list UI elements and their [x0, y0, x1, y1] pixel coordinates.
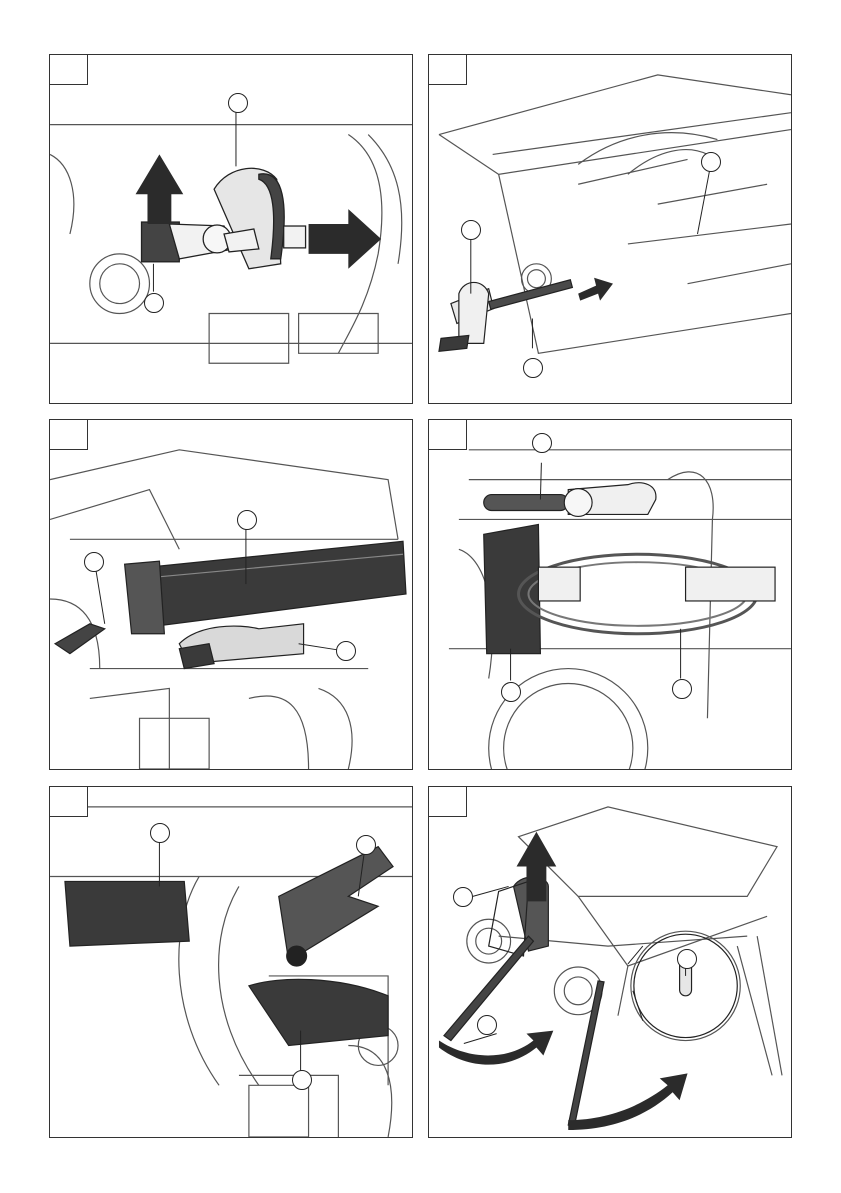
callout-marker [477, 1015, 497, 1035]
callout-marker [292, 1070, 312, 1090]
figure-panel-miter-gauge-removal [49, 54, 413, 404]
right-arrow-icon [578, 278, 613, 301]
panel-corner-tab [49, 54, 88, 85]
right-arrow-icon [309, 209, 382, 269]
panel-corner-tab [428, 419, 467, 450]
panel-corner-tab [428, 786, 467, 817]
callout-marker [150, 823, 170, 843]
callout-marker [672, 679, 692, 699]
figure-panel-blade-guard-storage [49, 786, 413, 1138]
callout-marker [237, 510, 257, 530]
callout-marker [144, 293, 164, 313]
figure-panel-fence-storage [49, 419, 413, 770]
callout-marker [677, 949, 697, 969]
figure-panel-wrench-cord-storage [428, 419, 792, 770]
up-arrow-icon [136, 154, 184, 224]
wrench-cord-storage-illustration [429, 420, 791, 769]
callout-marker [701, 152, 721, 172]
callout-marker [453, 887, 473, 907]
callout-marker [532, 433, 552, 453]
panel-corner-tab [49, 786, 88, 817]
figure-panel-stand-setup [428, 786, 792, 1138]
figure-panel-miter-gauge-install [428, 54, 792, 404]
table-saw-top-illustration [429, 55, 791, 403]
panel-corner-tab [428, 54, 467, 85]
callout-marker [336, 641, 356, 661]
stand-setup-illustration [429, 787, 791, 1137]
curved-arrow-icon [439, 1031, 553, 1065]
callout-marker [501, 682, 521, 702]
callout-marker [84, 552, 104, 572]
fence-storage-illustration [50, 420, 412, 769]
callout-marker [356, 835, 376, 855]
callout-marker [461, 220, 481, 240]
callout-marker [523, 358, 543, 378]
callout-marker [228, 93, 248, 113]
curved-arrow-icon [568, 1073, 687, 1130]
panel-corner-tab [49, 419, 88, 450]
